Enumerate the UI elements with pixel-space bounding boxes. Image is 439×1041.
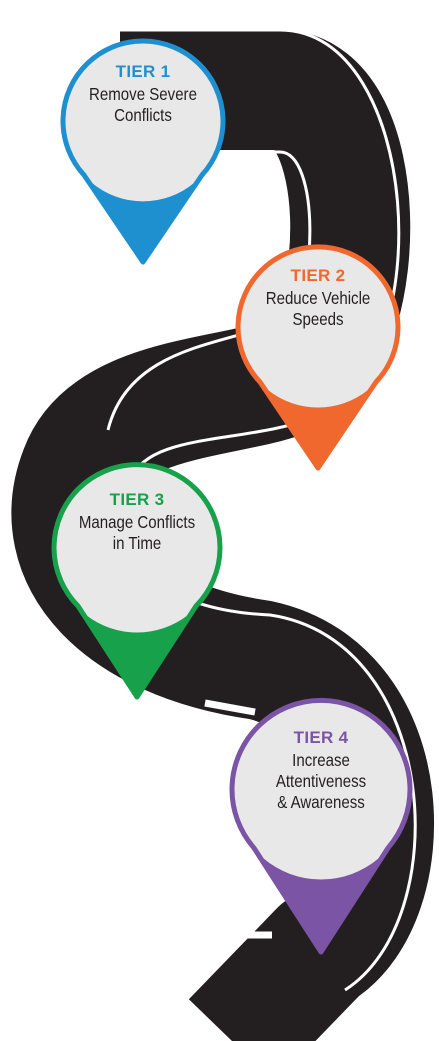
tier-3-label: TIER 3 Manage Conflicts in Time [54, 490, 220, 554]
tier-4-title: TIER 4 [293, 728, 349, 747]
tier-4-label: TIER 4 Increase Attentiveness & Awarenes… [242, 728, 400, 813]
tier-2-title: TIER 2 [290, 266, 346, 285]
tier-1-text-line-2: Conflicts [114, 105, 172, 125]
tier-4-text-line-3: & Awareness [277, 792, 365, 812]
tier-1-label: TIER 1 Remove Severe Conflicts [63, 62, 223, 126]
tier-4-text-line-1: Increase [292, 750, 350, 770]
tier-1-text-line-1: Remove Severe [89, 84, 197, 104]
tier-3-text-line-2: in Time [112, 533, 162, 553]
tier-4-text-line-2: Attentiveness [275, 771, 367, 791]
tier-2-label: TIER 2 Reduce Vehicle Speeds [238, 266, 398, 330]
road-center-dashes [120, 224, 272, 939]
tier-3-title: TIER 3 [109, 490, 165, 509]
tier-2-text-line-1: Reduce Vehicle [265, 288, 371, 308]
tier-1-title: TIER 1 [115, 62, 171, 81]
tier-3-text-line-1: Manage Conflicts [78, 512, 196, 532]
tier-2-text-line-2: Speeds [292, 309, 344, 329]
